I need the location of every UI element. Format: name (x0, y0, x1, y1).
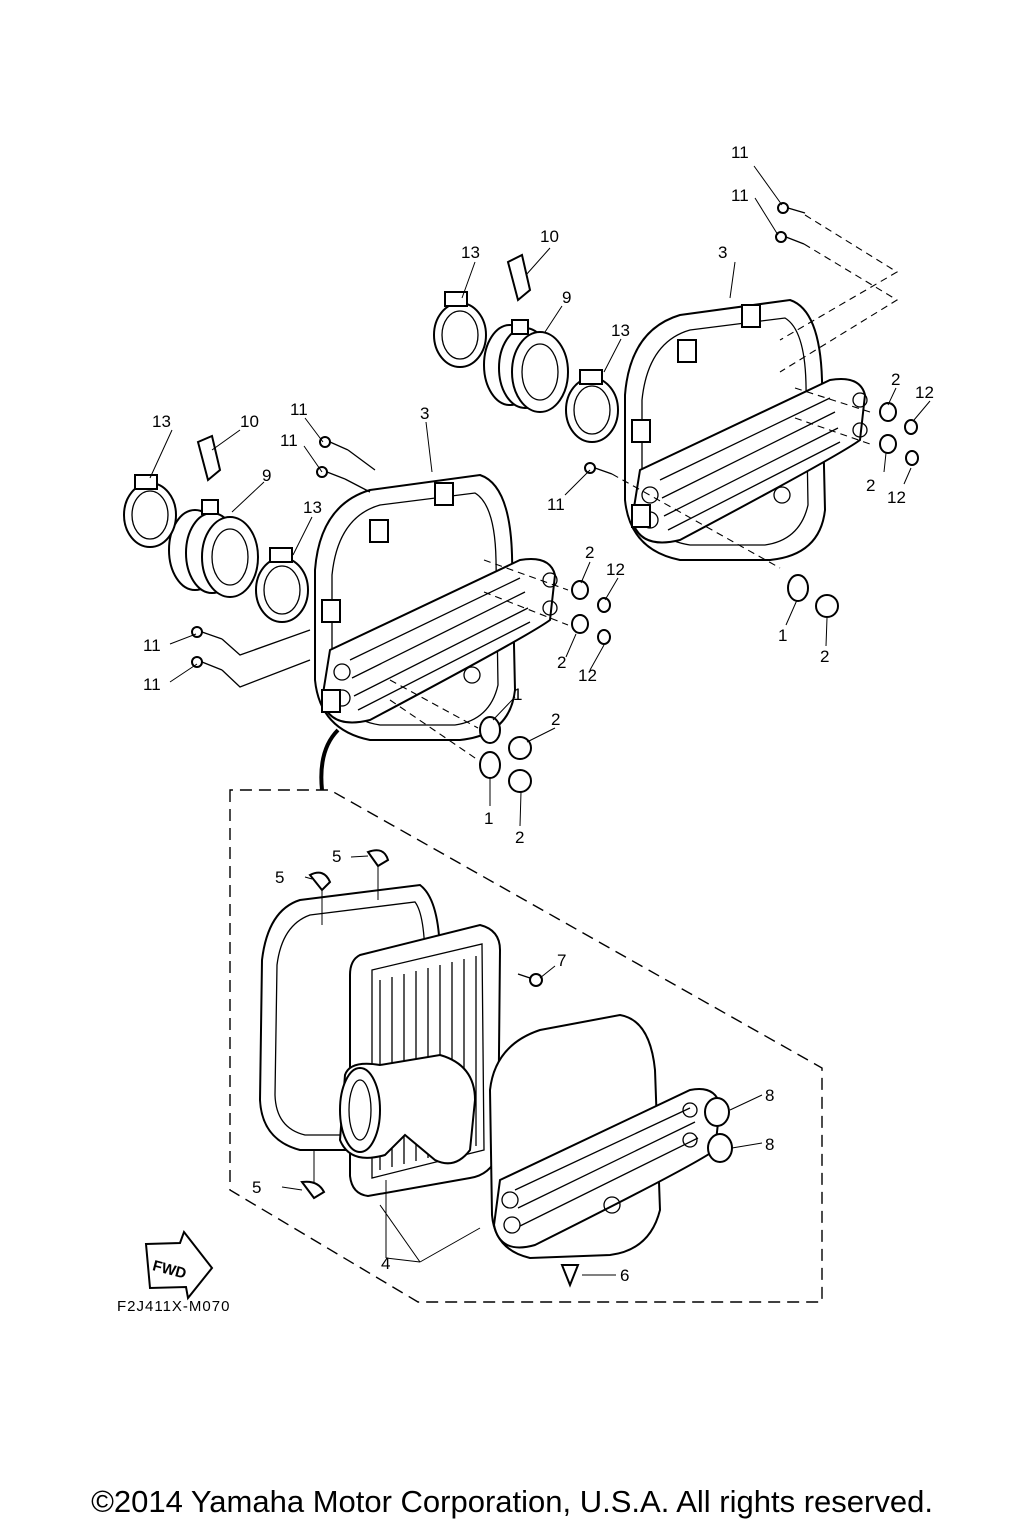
callout-7: 7 (557, 951, 566, 970)
callout-9: 9 (262, 466, 271, 485)
callout-2: 2 (515, 828, 524, 847)
callout-13: 13 (152, 412, 171, 431)
collar-right-b (879, 434, 897, 454)
washer-left-b (597, 629, 611, 645)
clip-a (308, 871, 332, 892)
callout-2: 2 (585, 543, 594, 562)
callout-3: 3 (718, 243, 727, 262)
callout-10: 10 (240, 412, 259, 431)
callout-8: 8 (765, 1135, 774, 1154)
bolt-right-a (777, 202, 806, 214)
callout-2: 2 (866, 476, 875, 495)
clip-b (366, 849, 390, 868)
callout-6: 6 (620, 1266, 629, 1285)
drain-plug-6 (560, 1264, 580, 1288)
damper-left-b (479, 751, 501, 779)
callout-4: 4 (381, 1254, 390, 1273)
copyright-notice: ©2014 Yamaha Motor Corporation, U.S.A. A… (91, 1484, 933, 1519)
callout-12: 12 (887, 488, 906, 507)
fwd-arrow-icon: FWD (144, 1229, 214, 1301)
callout-11: 11 (290, 400, 308, 419)
bolt-left-d (191, 656, 223, 671)
callout-11: 11 (143, 636, 161, 655)
callout-11: 11 (731, 186, 749, 205)
clamp-left-a (123, 474, 177, 548)
damper-right (787, 574, 809, 602)
callout-5: 5 (275, 868, 284, 887)
callout-9: 9 (562, 288, 571, 307)
washer-right-b (905, 450, 919, 466)
bolt-left-b (316, 466, 346, 480)
exploded-detail (229, 789, 823, 1303)
callout-11: 11 (143, 675, 161, 694)
callout-1: 1 (484, 809, 493, 828)
bolt-left-a (319, 436, 349, 451)
clamp-right-a (433, 291, 487, 368)
callout-13: 13 (611, 321, 630, 340)
collar-right-c (815, 594, 839, 618)
collar-left-a (571, 580, 589, 600)
bolt-right-b (775, 231, 805, 245)
callout-2: 2 (551, 710, 560, 729)
callout-11: 11 (731, 143, 749, 162)
bolt-right-c (584, 462, 613, 475)
intake-boot-right (483, 319, 569, 413)
callout-13: 13 (461, 243, 480, 262)
callout-12: 12 (578, 666, 597, 685)
callout-12: 12 (606, 560, 625, 579)
callout-3: 3 (420, 404, 429, 423)
callout-labels: 11 11 3 13 10 9 13 2 12 2 12 11 1 2 13 1… (143, 143, 934, 1285)
nipple-left (196, 434, 222, 482)
clamp-left-b (255, 547, 309, 623)
clip-c (300, 1180, 326, 1200)
clamp-right-b (565, 369, 619, 443)
screw-7 (517, 973, 543, 987)
callout-10: 10 (540, 227, 559, 246)
callout-11: 11 (280, 431, 298, 450)
collar-left-d (508, 769, 532, 793)
callout-1: 1 (513, 685, 522, 704)
bolt-left-c (191, 626, 223, 640)
washer-right-a (904, 419, 918, 435)
grommet-8a (704, 1097, 730, 1127)
drawing-code: F2J411X-M070 (117, 1298, 231, 1315)
collar-left-c (508, 736, 532, 760)
left-air-box-assembly (123, 434, 611, 793)
cover-flange (492, 1088, 722, 1249)
callout-12: 12 (915, 383, 934, 402)
callout-5: 5 (252, 1178, 261, 1197)
callout-11: 11 (547, 495, 565, 514)
leader-lines (149, 165, 931, 1276)
callout-1: 1 (778, 626, 787, 645)
intake-boot-left (168, 499, 259, 598)
flange-frame-right (630, 378, 867, 544)
nipple-right (506, 253, 532, 302)
callout-2: 2 (557, 653, 566, 672)
collar-left-b (571, 614, 589, 634)
damper-left-a (479, 716, 501, 744)
collar-right-a (879, 402, 897, 422)
callout-13: 13 (303, 498, 322, 517)
callout-2: 2 (891, 370, 900, 389)
callout-8: 8 (765, 1086, 774, 1105)
flange-frame-left (320, 558, 557, 724)
callout-5: 5 (332, 847, 341, 866)
right-air-box-assembly (433, 202, 919, 618)
grommet-8b (707, 1133, 733, 1163)
callout-2: 2 (820, 647, 829, 666)
washer-left-a (597, 597, 611, 613)
